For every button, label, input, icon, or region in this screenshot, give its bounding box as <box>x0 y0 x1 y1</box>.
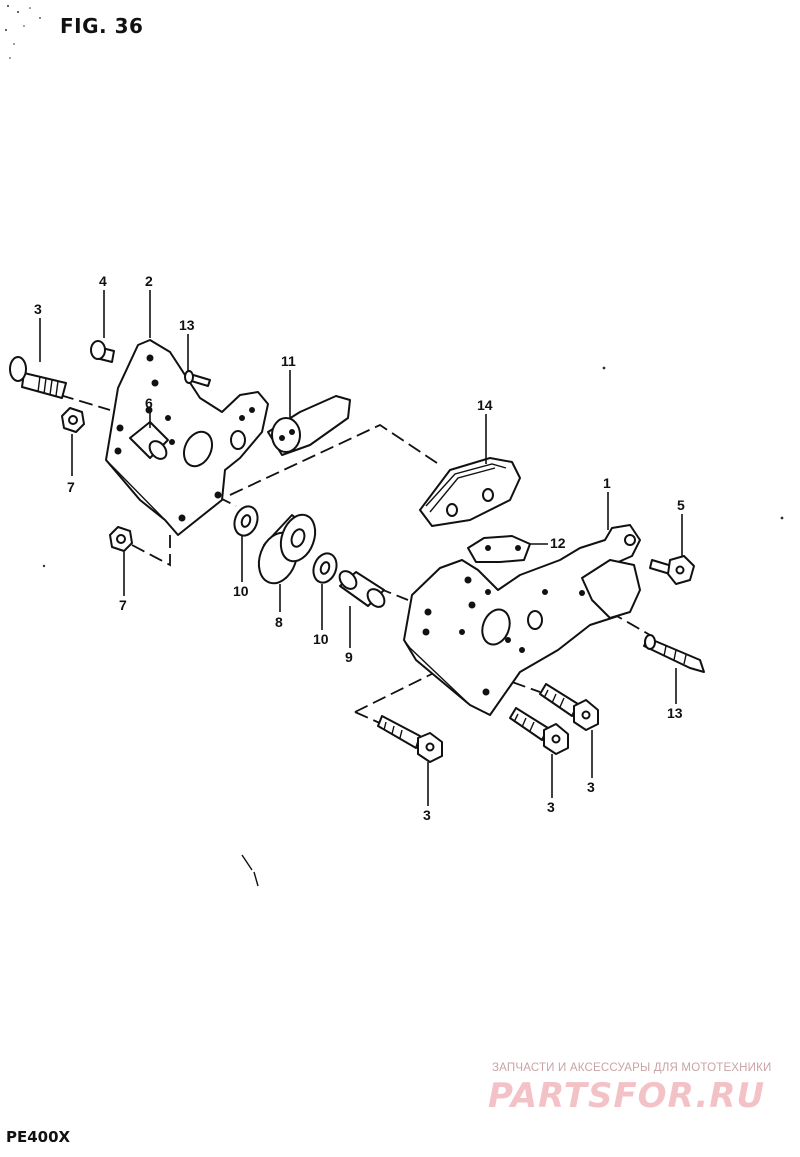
callout-9-spacer: 9 <box>345 649 353 665</box>
washer-left <box>233 505 259 537</box>
left-bracket <box>105 339 269 536</box>
callout-3-bolt-long: 3 <box>34 301 42 317</box>
callout-7-nut-lower: 7 <box>119 597 127 613</box>
pin-right <box>643 634 705 673</box>
callout-8-bushing: 8 <box>275 614 283 630</box>
bolt-bottom-left <box>377 715 443 763</box>
figure-title: FIG. 36 <box>60 14 144 38</box>
callout-leaders <box>39 290 683 806</box>
scan-mark <box>241 854 259 887</box>
spacer <box>338 570 386 608</box>
bolt-short <box>90 340 115 363</box>
callout-6-collar: 6 <box>145 395 153 411</box>
watermark-subtitle: ЗАПЧАСТИ И АКСЕССУАРЫ ДЛЯ МОТОТЕХНИКИ <box>492 1062 772 1074</box>
callout-7-nut-upper: 7 <box>67 479 75 495</box>
callout-13-pin-left: 13 <box>179 317 195 333</box>
callout-2-left-bracket: 2 <box>145 273 153 289</box>
callout-12-stay: 12 <box>550 535 566 551</box>
bolt-bottom-middle <box>509 707 569 755</box>
nut-upper <box>61 407 85 433</box>
stay <box>467 535 531 563</box>
callout-3-bolt-bottom-left: 3 <box>423 807 431 823</box>
callout-4-bolt: 4 <box>99 273 107 289</box>
bushing <box>257 513 317 585</box>
right-bracket <box>403 524 641 716</box>
watermark-logo: PARTSFOR.RU <box>488 1076 766 1116</box>
callout-3-bolt-bottom-middle: 3 <box>547 799 555 815</box>
callout-13-pin-right: 13 <box>667 705 683 721</box>
callout-numbers: 3 4 2 13 6 7 7 11 14 10 8 10 9 1 12 5 13… <box>34 273 685 823</box>
cushion-plate <box>267 395 351 456</box>
callout-11-cushion-plate: 11 <box>281 353 296 369</box>
callout-1-right-bracket: 1 <box>603 475 611 491</box>
rubber-cushion <box>419 457 521 527</box>
bolt-bottom-right <box>539 683 599 731</box>
nut-lower <box>109 526 133 552</box>
callout-5-bolt: 5 <box>677 497 685 513</box>
callout-10-washer-left: 10 <box>233 583 249 599</box>
pin-left <box>184 370 211 387</box>
model-label: PE400X <box>6 1128 71 1146</box>
callout-3-bolt-bottom-right: 3 <box>587 779 595 795</box>
bolt-long-left <box>9 356 67 399</box>
scan-speckle <box>5 5 784 568</box>
bolt-right <box>649 555 695 585</box>
callout-14-rubber-cushion: 14 <box>477 397 493 413</box>
callout-10-washer-right: 10 <box>313 631 329 647</box>
collar <box>129 421 169 460</box>
washer-right <box>312 552 338 584</box>
